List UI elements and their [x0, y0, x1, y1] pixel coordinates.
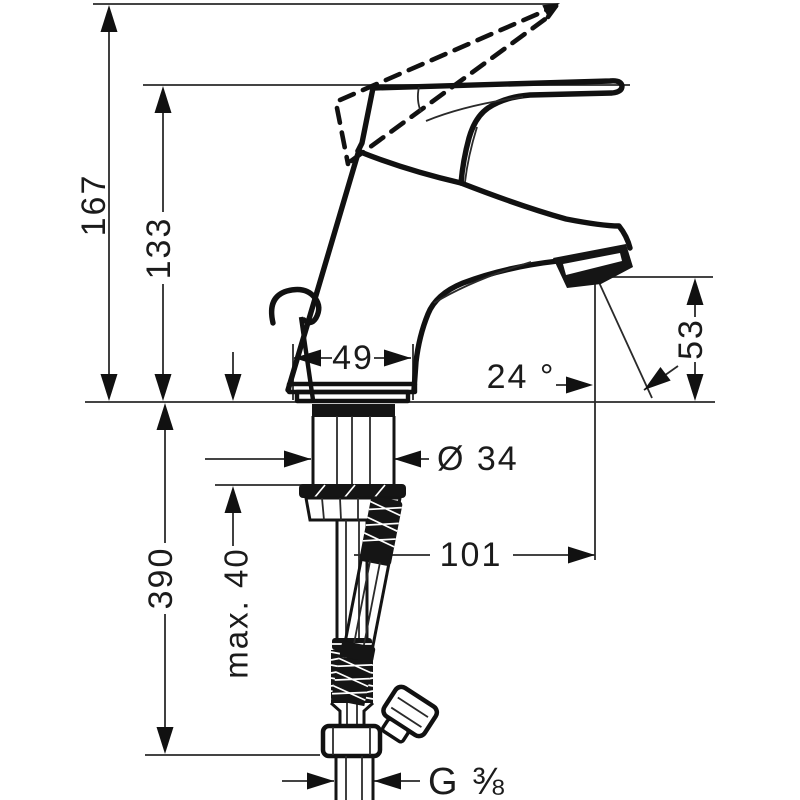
dim-spout-reach: 101	[354, 536, 595, 574]
dim-below-counter: 390	[142, 403, 180, 754]
dim-label-53: 53	[672, 318, 710, 360]
lever-detail-curve	[425, 96, 524, 122]
dim-label-max40: max. 40	[218, 547, 255, 678]
dim-label-101: 101	[440, 536, 503, 574]
aerator-highlight	[563, 253, 622, 275]
dim-max-counter-thickness: max. 40	[218, 352, 255, 679]
dim-label-390: 390	[142, 547, 180, 610]
drain-rod-hook	[268, 286, 322, 326]
dim-label-24deg: 24 °	[487, 358, 556, 396]
dim-total-height: 167	[75, 5, 118, 401]
supply-hose-slanted	[330, 496, 440, 744]
dim-outlet-height: 53	[672, 278, 710, 401]
dim-label-167: 167	[75, 174, 113, 237]
spout-detail-curve	[433, 261, 532, 304]
dim-label-d34: Ø 34	[437, 440, 519, 478]
spout-top-edge	[458, 180, 633, 251]
extension-lines	[85, 3, 715, 756]
mounting-flange	[299, 484, 406, 498]
body-left-edge	[285, 147, 362, 393]
base-plate-lower	[294, 389, 411, 404]
drain-rod	[298, 316, 316, 401]
dim-label-g38: G ⅜	[428, 761, 506, 800]
dim-base-width: 49	[294, 339, 411, 377]
lever-raised-dashed	[334, 3, 559, 167]
dim-label-133: 133	[140, 217, 178, 280]
hose-nut-angled	[380, 684, 440, 744]
body-joint-line	[355, 148, 464, 186]
dome-detail-curve	[464, 126, 478, 183]
dim-label-49: 49	[332, 339, 374, 377]
dim-connection-thread: G ⅜	[282, 761, 506, 800]
dim-height-to-lever: 133	[140, 86, 178, 401]
hose-ferrule	[330, 701, 374, 726]
dim-spray-angle: 24 °	[487, 277, 679, 399]
lever-detail-line	[416, 86, 422, 113]
faucet-body	[268, 78, 633, 404]
dim-shank-diameter: Ø 34	[205, 440, 519, 478]
hose-nut	[320, 723, 383, 759]
shank-seal	[312, 404, 395, 417]
lever-front-edge	[355, 85, 376, 154]
